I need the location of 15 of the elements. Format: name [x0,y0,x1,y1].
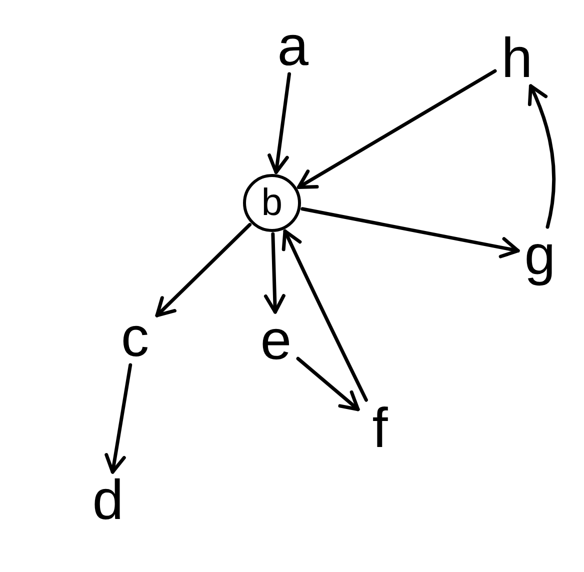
arrow [296,356,360,412]
node-letter: d [86,472,130,528]
arrow [268,72,291,174]
arrow [264,232,286,314]
node-letter: f [358,400,402,456]
node-letter: a [271,18,315,74]
curved-arrow [527,84,556,229]
arrow [300,207,520,258]
circled-node: b [243,174,301,232]
arrow [155,222,252,318]
node-letter: c [113,309,157,365]
arrow [104,363,132,474]
arrow [296,69,497,189]
node-letter: e [254,312,298,368]
node-letter: h [495,30,539,86]
